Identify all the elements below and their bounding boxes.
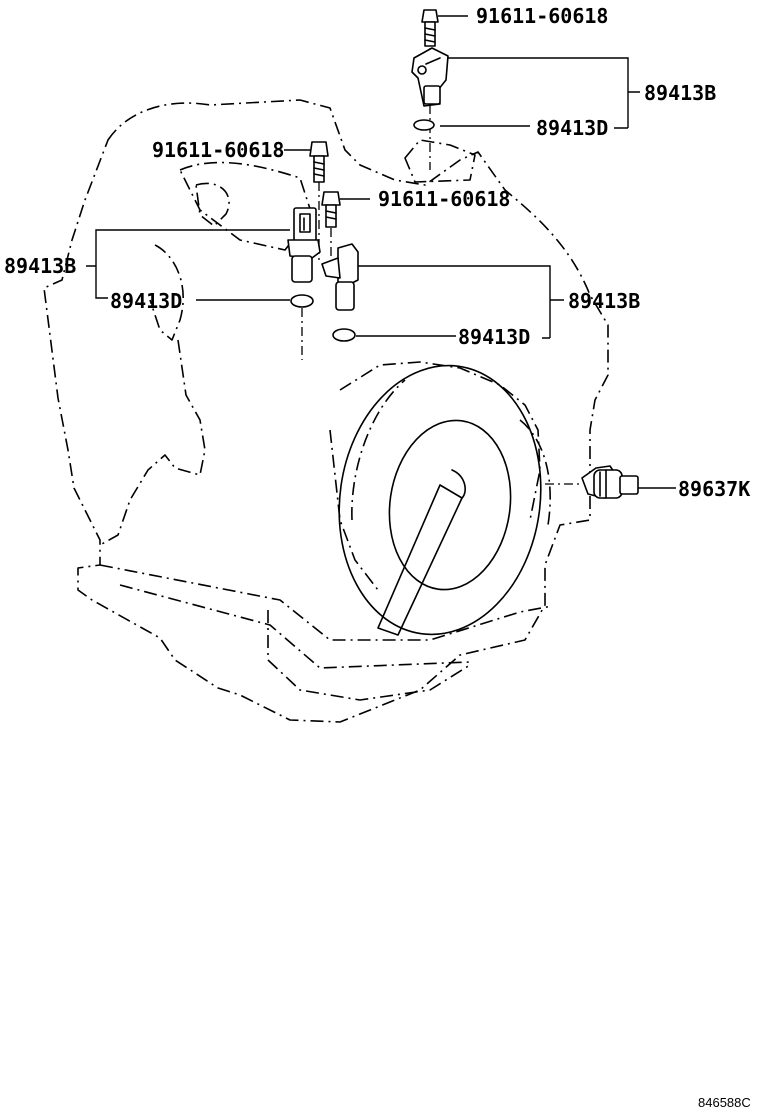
callout-sensor-left: 89413B — [4, 254, 76, 278]
callout-sensor-right: 89413B — [568, 289, 640, 313]
callout-bolt-mid: 91611-60618 — [378, 187, 510, 211]
callout-pressure-switch: 89637K — [678, 477, 750, 501]
speed-sensor-top — [411, 47, 449, 107]
housing-inner-upper — [179, 161, 313, 251]
input-shaft — [377, 484, 463, 636]
bolt-mid-group: 91611-60618 — [321, 187, 510, 262]
sensor-group-right: 89413B 89413D — [321, 243, 640, 349]
oring-left — [290, 294, 314, 308]
bolt-left — [309, 141, 329, 183]
speed-sensor-left — [287, 207, 321, 283]
converter-bore-inner — [388, 419, 512, 591]
oring-right — [332, 328, 356, 342]
pressure-switch-group: 89637K — [545, 465, 750, 501]
housing-outer-outline — [43, 99, 609, 723]
bore-flange-left — [351, 379, 406, 521]
callout-oring-right: 89413D — [458, 325, 530, 349]
housing-inner-curve — [149, 244, 184, 341]
sensor-group-top: 91611-60618 89413B 89413D — [404, 4, 716, 183]
bracket-left — [86, 229, 290, 301]
transmission-housing — [43, 99, 609, 723]
bore-flange-right — [519, 419, 551, 526]
speed-sensor-right — [321, 243, 359, 311]
housing-flange-outline — [99, 564, 553, 641]
sensor-group-left: 89413B 89413D — [4, 207, 321, 360]
housing-cover-lip — [267, 610, 471, 701]
callout-sensor-top: 89413B — [644, 81, 716, 105]
oil-pressure-switch — [581, 465, 639, 499]
callout-oring-left: 89413D — [110, 289, 182, 313]
callout-bolt-top: 91611-60618 — [476, 4, 608, 28]
converter-bore-outer — [338, 364, 542, 636]
bracket-right — [356, 265, 564, 339]
bolt-top — [421, 9, 439, 47]
input-shaft-edge — [451, 469, 466, 499]
housing-inner-ledge — [329, 429, 379, 591]
housing-inner-rib — [339, 361, 541, 521]
sensor-top-boss — [404, 139, 476, 183]
callout-bolt-left: 91611-60618 — [152, 138, 284, 162]
oring-top — [413, 119, 435, 131]
housing-inner-left — [99, 339, 206, 546]
bracket-top — [440, 57, 640, 129]
bolt-left-group: 91611-60618 — [152, 138, 329, 260]
bolt-mid — [321, 191, 341, 228]
callout-oring-top: 89413D — [536, 116, 608, 140]
figure-id: 846588C — [698, 1095, 751, 1110]
housing-lower-lip — [119, 584, 471, 669]
housing-inner-pocket — [195, 182, 230, 227]
